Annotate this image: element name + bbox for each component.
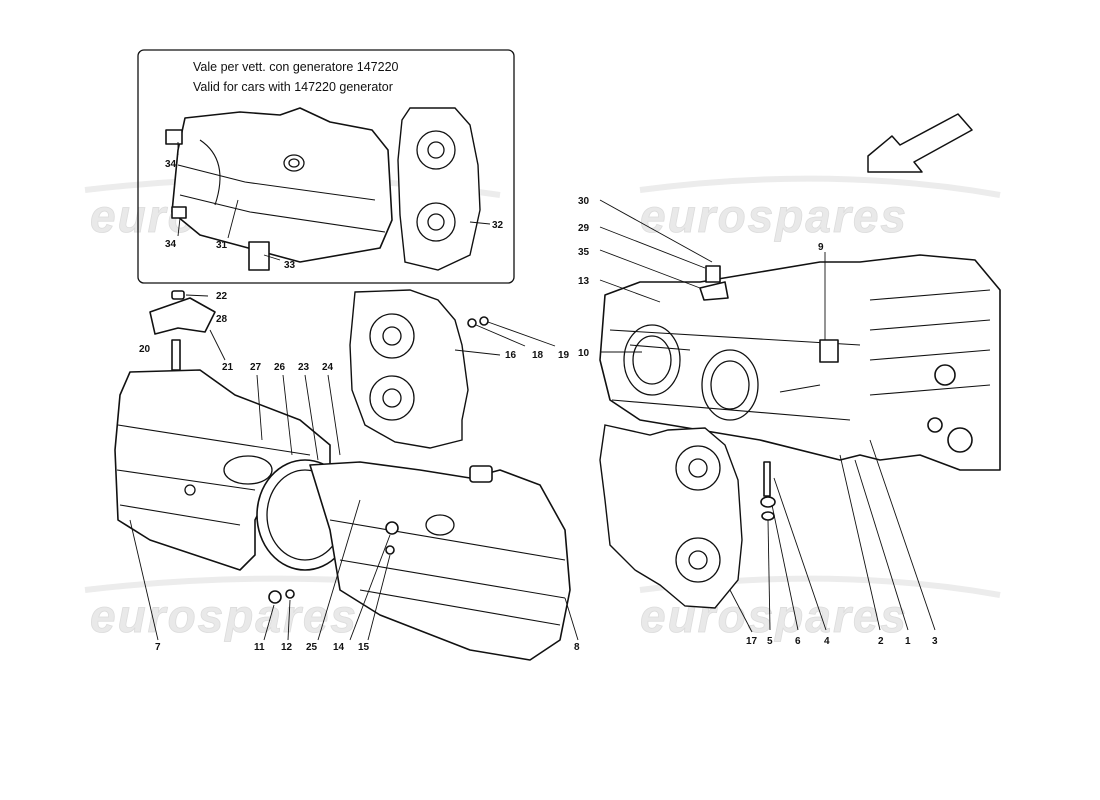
label-35: 35	[578, 247, 590, 258]
label-30: 30	[578, 196, 590, 207]
label-1: 1	[905, 636, 911, 647]
generator-variant-inset: Vale per vett. con generatore 147220 Val…	[137, 49, 515, 284]
label-7: 7	[155, 642, 161, 653]
engine-block-assembly: 30 29 35 13 9 10	[578, 196, 1001, 471]
inset-clip-34-upper	[165, 129, 183, 145]
label-10: 10	[578, 348, 590, 359]
support-bracket-assembly: 22 28 20 21	[139, 290, 234, 373]
label-11: 11	[254, 642, 265, 653]
inset-belt-cover	[171, 107, 393, 263]
inset-caption-italian: Vale per vett. con generatore 147220	[193, 60, 399, 74]
label-17: 17	[746, 636, 758, 647]
label-27: 27	[250, 362, 262, 373]
label-12: 12	[281, 642, 293, 653]
inset-bracket-33	[248, 241, 270, 271]
gasket-17: 17	[599, 424, 758, 647]
inset-gasket-32	[397, 107, 481, 271]
label-4: 4	[824, 636, 830, 647]
label-13: 13	[578, 276, 590, 287]
label-33: 33	[284, 260, 296, 271]
label-14: 14	[333, 642, 345, 653]
label-23: 23	[298, 362, 310, 373]
label-34-lower: 34	[165, 239, 177, 250]
inset-clip-34-lower	[171, 206, 187, 219]
label-15: 15	[358, 642, 370, 653]
label-34-upper: 34	[165, 159, 177, 170]
label-19: 19	[558, 350, 570, 361]
front-direction-arrow-icon	[867, 113, 973, 173]
label-25: 25	[306, 642, 318, 653]
label-29: 29	[578, 223, 590, 234]
label-28: 28	[216, 314, 228, 325]
timing-belt-covers: 27 26 23 24 7 11 12 25 14 15 8	[114, 362, 580, 661]
label-8: 8	[574, 642, 580, 653]
label-3: 3	[932, 636, 938, 647]
watermark-bottom-left: eurospares	[90, 590, 358, 642]
label-20: 20	[139, 344, 151, 355]
label-18: 18	[532, 350, 544, 361]
label-9: 9	[818, 242, 824, 253]
label-16: 16	[505, 350, 517, 361]
label-21: 21	[222, 362, 234, 373]
label-5: 5	[767, 636, 773, 647]
label-26: 26	[274, 362, 286, 373]
label-22: 22	[216, 291, 228, 302]
stud-nut-washer-set: 5 6 4 2 1 3	[760, 439, 938, 647]
watermark-top-right: eurospares	[640, 190, 908, 242]
label-6: 6	[795, 636, 801, 647]
watermark-bottom-right: eurospares	[640, 590, 908, 642]
label-31: 31	[216, 240, 228, 251]
label-24: 24	[322, 362, 334, 373]
label-32: 32	[492, 220, 504, 231]
gasket-16: 16 18 19	[349, 289, 570, 449]
label-2: 2	[878, 636, 884, 647]
inset-caption-english: Valid for cars with 147220 generator	[193, 80, 393, 94]
